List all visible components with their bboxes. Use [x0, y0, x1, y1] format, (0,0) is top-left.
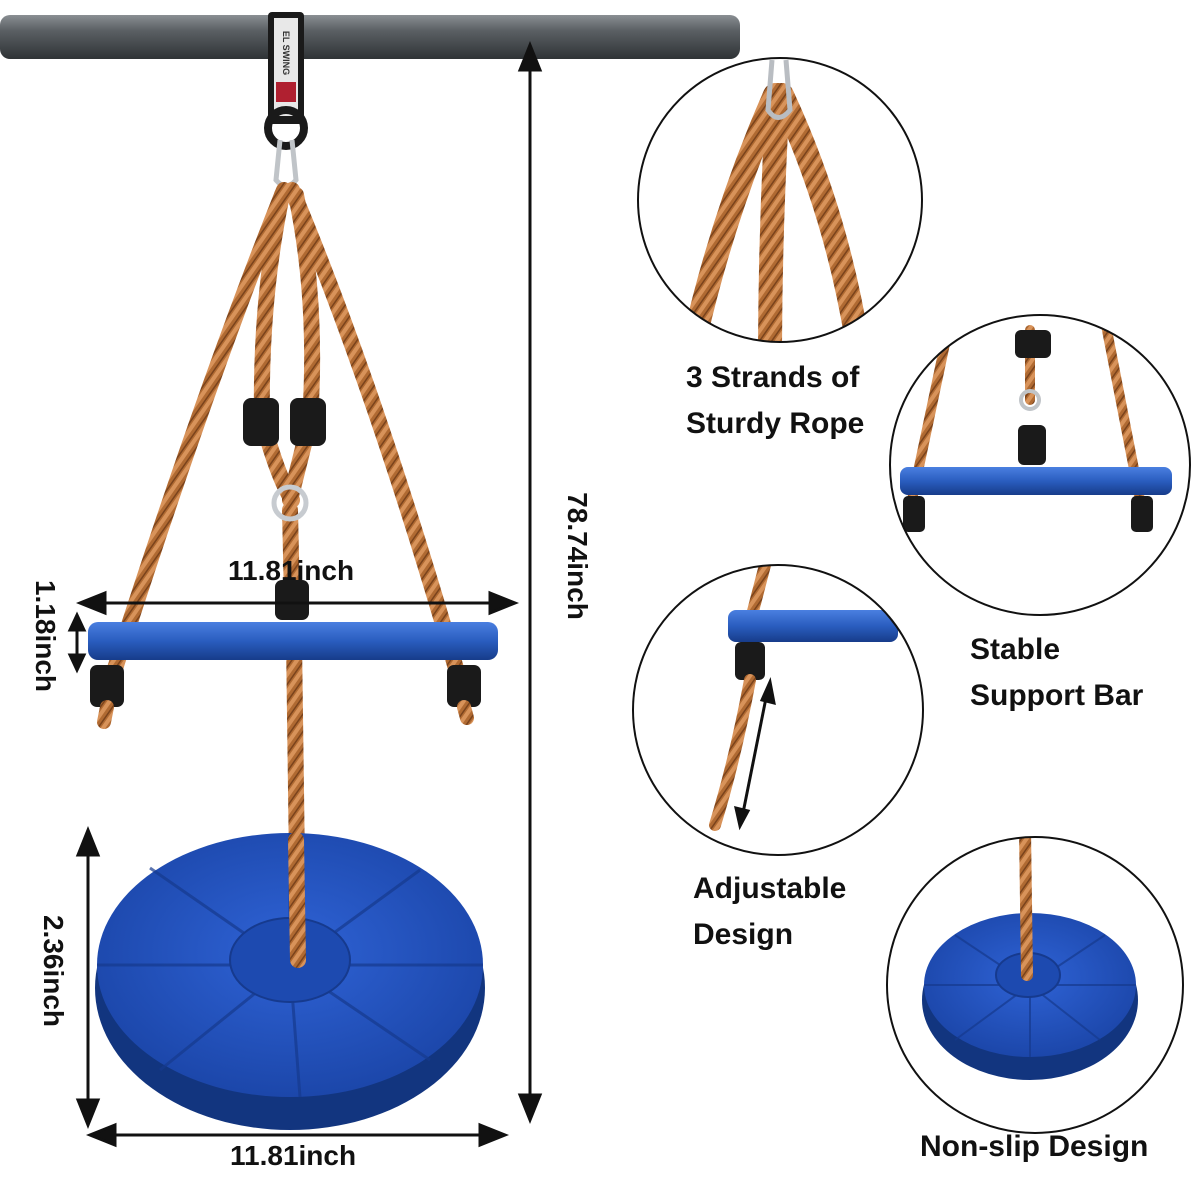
feature-rope-line2: Sturdy Rope — [686, 407, 865, 440]
feature-adjustable-text: Adjustable Design — [693, 866, 846, 958]
detail-adjustable — [632, 564, 924, 856]
connector-ring — [271, 484, 309, 522]
detail-nonslip — [886, 836, 1184, 1134]
seat-thickness-label: 2.36inch — [38, 914, 69, 1028]
bar-width-label: 11.81inch — [228, 555, 355, 586]
support-bar — [88, 622, 498, 660]
feature-nonslip-text: Non-slip Design — [920, 1124, 1148, 1170]
total-length-label: 78.74inch — [562, 492, 593, 620]
feature-bar-line1: Stable — [970, 633, 1061, 666]
feature-nonslip-line1: Non-slip Design — [920, 1130, 1149, 1163]
seat-width-label: 11.81inch — [230, 1140, 357, 1171]
rope-adjusters — [90, 398, 481, 707]
hanging-pole — [0, 15, 740, 59]
bar-thickness-label: 1.18inch — [30, 579, 61, 693]
feature-bar-line2: Support Bar — [970, 679, 1144, 712]
detail-rope — [637, 57, 923, 343]
feature-adjustable-line1: Adjustable — [693, 872, 847, 905]
feature-rope-text: 3 Strands of Sturdy Rope — [686, 355, 864, 447]
feature-rope-line1: 3 Strands of — [686, 361, 860, 394]
strap-label: EL SWING — [281, 30, 291, 76]
hanging-strap — [264, 12, 308, 189]
detail-support-bar — [889, 314, 1191, 616]
feature-adjustable-line2: Design — [693, 918, 794, 951]
dimension-lines — [67, 40, 543, 1148]
feature-bar-text: Stable Support Bar — [970, 627, 1143, 719]
